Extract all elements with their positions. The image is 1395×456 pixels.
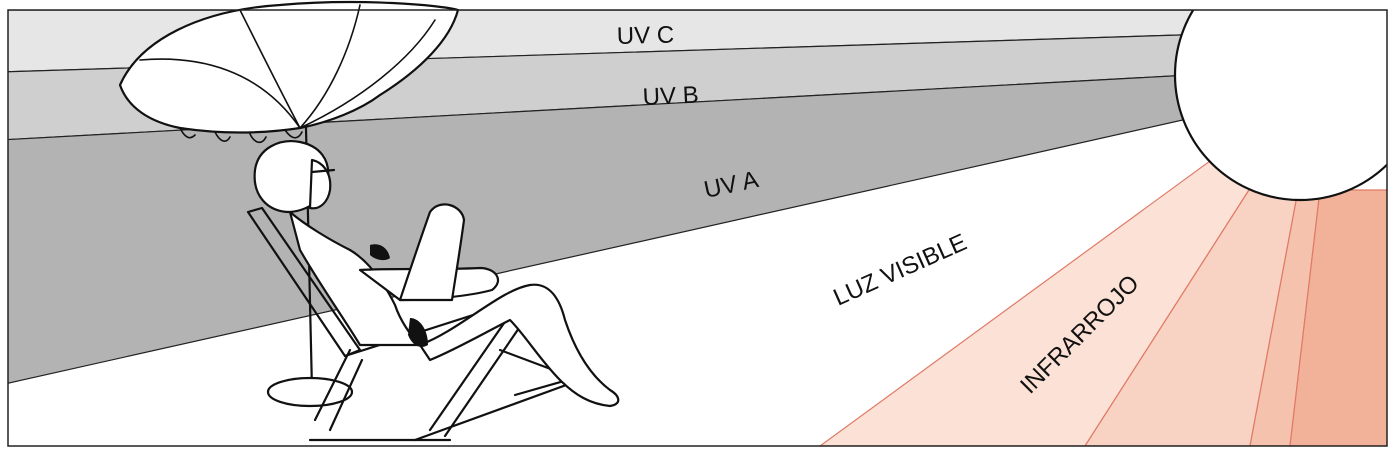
beach-umbrella-illustration bbox=[118, 0, 460, 408]
swimsuit-top bbox=[370, 244, 390, 261]
sunbather-illustration bbox=[253, 140, 620, 408]
diagram-frame bbox=[7, 9, 1388, 447]
umbrella-rib-4 bbox=[299, 19, 436, 129]
sun bbox=[1173, 10, 1387, 202]
swimsuit-bottom bbox=[408, 318, 428, 347]
person-raised-leg bbox=[398, 203, 466, 302]
sunglasses bbox=[310, 168, 336, 174]
person-extended-leg bbox=[418, 283, 620, 408]
umbrella-fringe bbox=[179, 127, 303, 144]
umbrella-rib-1 bbox=[139, 58, 301, 129]
label-uvb: UV B bbox=[642, 82, 699, 111]
person-torso bbox=[288, 210, 422, 347]
chair-back bbox=[246, 206, 362, 358]
umbrella-rib-3 bbox=[299, 4, 361, 129]
umbrella-base bbox=[266, 376, 354, 408]
band-infrared-ray-4 bbox=[1289, 189, 1387, 446]
umbrella-canopy bbox=[118, 0, 460, 134]
chair-rear-legs bbox=[313, 348, 364, 432]
label-uvc: UV C bbox=[616, 22, 674, 50]
umbrella-rib-2 bbox=[239, 9, 301, 129]
